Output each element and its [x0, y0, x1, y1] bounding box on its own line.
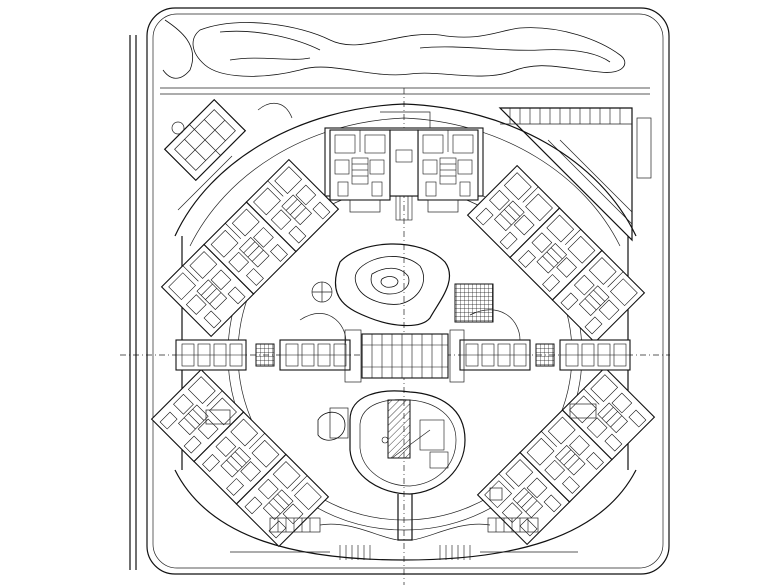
northeast-block — [467, 165, 645, 343]
central-garden — [299, 243, 521, 346]
northwest-block — [161, 155, 339, 337]
south-entrance — [230, 517, 578, 560]
site-boundary — [129, 7, 670, 575]
southeast-block — [477, 367, 655, 545]
tennis-court — [163, 98, 293, 182]
north-block — [324, 111, 484, 221]
southwest-block — [151, 369, 329, 547]
clubhouse — [317, 390, 503, 541]
parking-strip — [498, 107, 652, 242]
east-west-corridor — [175, 329, 631, 383]
northern-lawn — [160, 19, 650, 95]
